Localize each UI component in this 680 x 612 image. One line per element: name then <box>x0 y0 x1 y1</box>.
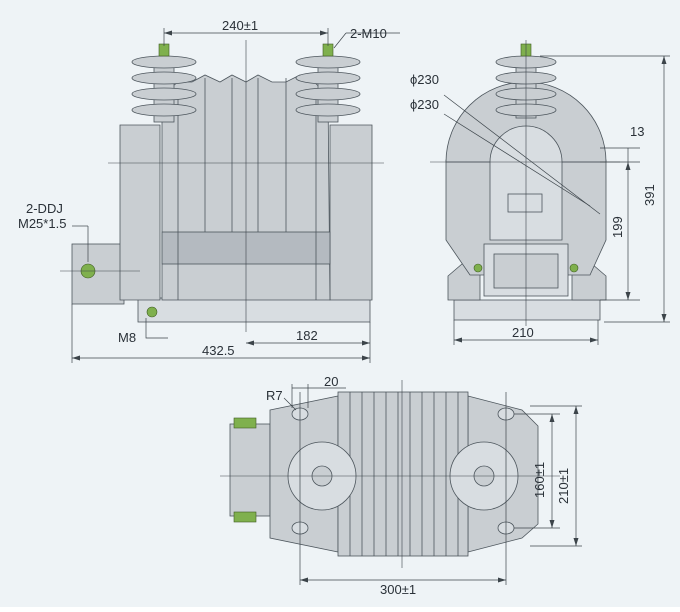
front-top-spacing-label: 240±1 <box>222 18 258 33</box>
front-total-width-label: 432.5 <box>202 343 235 358</box>
top-160-label: 160±1 <box>532 462 547 498</box>
front-left-insulator <box>131 43 197 123</box>
front-ground-label: M8 <box>118 330 136 345</box>
front-terminal-label: 2-M10 <box>350 26 387 41</box>
side-dia2-label: ϕ230 <box>410 97 439 112</box>
top-main-body <box>337 391 469 557</box>
front-left-shoulder <box>119 124 161 301</box>
side-dia1-label: ϕ230 <box>410 72 439 87</box>
front-ground-bolt <box>146 306 158 318</box>
top-radius-label: R7 <box>266 388 283 403</box>
top-body-ribs <box>349 392 459 556</box>
top-210-label: 210±1 <box>556 468 571 504</box>
front-view: 240±1 2-M10 2-DDJ M25*1.5 M8 182 432.5 <box>18 18 400 363</box>
side-width-label: 210 <box>512 325 534 340</box>
side-391-label: 391 <box>642 184 657 206</box>
top-terminal-box <box>229 423 271 517</box>
front-ddj-label-2: M25*1.5 <box>18 216 66 231</box>
top-view: R7 20 160±1 210±1 300±1 <box>220 374 582 597</box>
side-base <box>453 299 601 321</box>
side-199-label: 199 <box>610 216 625 238</box>
side-view: ϕ230 ϕ230 13 199 391 210 <box>410 40 670 345</box>
side-13-label: 13 <box>630 124 644 139</box>
front-terminal-box <box>71 243 125 305</box>
front-right-insulator <box>295 43 361 123</box>
top-20-label: 20 <box>324 374 338 389</box>
front-width-right-label: 182 <box>296 328 318 343</box>
top-300-label: 300±1 <box>380 582 416 597</box>
front-base-plate <box>137 297 371 323</box>
front-right-shoulder <box>329 124 373 301</box>
front-ddj-label-1: 2-DDJ <box>26 201 63 216</box>
